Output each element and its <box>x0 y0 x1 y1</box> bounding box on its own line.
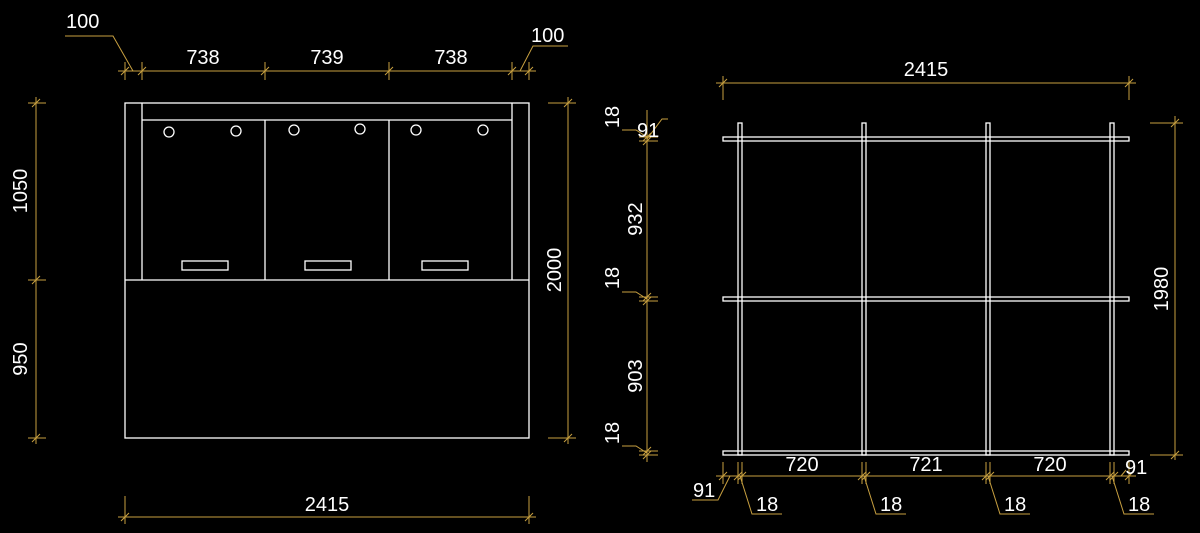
leader-line <box>1111 475 1154 515</box>
front-dimension-labels: 100 738 739 738 100 1050 950 2000 2415 <box>10 11 566 516</box>
dim-label-post-2: 18 <box>880 494 902 516</box>
dim-label-right-offset: 91 <box>1125 457 1147 479</box>
tick-mark <box>120 512 130 522</box>
front-dimensions <box>28 35 576 524</box>
tick-mark <box>31 98 41 108</box>
tick-mark <box>1170 118 1180 128</box>
dim-label-left-end: 100 <box>66 11 99 33</box>
dim-label-lower-span: 903 <box>625 359 647 392</box>
dim-label-top-offset: 91 <box>637 120 659 142</box>
tick-mark <box>718 78 728 88</box>
leader-line <box>519 45 568 72</box>
tick-mark <box>642 296 652 306</box>
dim-label-door-3: 738 <box>434 47 467 69</box>
leader-line <box>622 129 648 138</box>
tick-mark <box>642 136 652 146</box>
dim-label-left-offset: 91 <box>693 480 715 502</box>
frame-rail-middle <box>722 296 1130 302</box>
dim-label-upper-height: 1050 <box>10 169 32 214</box>
hinge-icon <box>410 124 422 136</box>
dim-label-upper-span: 932 <box>625 202 647 235</box>
dim-label-post-1: 18 <box>756 494 778 516</box>
leader-line <box>65 35 134 72</box>
door-handle <box>304 260 352 271</box>
leader-line <box>622 445 648 454</box>
tick-mark <box>120 66 130 76</box>
tick-mark <box>985 471 995 481</box>
leader-line <box>987 475 1030 515</box>
frame-rail-bottom <box>722 450 1130 456</box>
dim-label-top-rail: 18 <box>602 106 624 128</box>
frame-rail-top <box>722 136 1130 142</box>
dim-label-lower-height: 950 <box>10 342 32 375</box>
frame-post <box>737 122 743 456</box>
tick-mark <box>981 471 991 481</box>
door-handle <box>421 260 469 271</box>
front-elevation <box>124 102 530 439</box>
frame-post <box>985 122 991 456</box>
dim-label-right-end: 100 <box>531 25 564 47</box>
hinge-icon <box>288 124 300 136</box>
tick-mark <box>861 471 871 481</box>
tick-mark <box>384 66 394 76</box>
door-handle <box>181 260 229 271</box>
tick-mark <box>137 66 147 76</box>
leader-line <box>622 291 648 300</box>
dim-label-door-2: 739 <box>310 47 343 69</box>
dim-label-span-1: 720 <box>785 454 818 476</box>
frame-post <box>1109 122 1115 456</box>
frame-dimensions <box>622 76 1183 515</box>
frame-post <box>861 122 867 456</box>
leader-line <box>863 475 906 515</box>
tick-mark <box>642 292 652 302</box>
tick-mark <box>1124 471 1134 481</box>
tick-mark <box>524 512 534 522</box>
cabinet-outline <box>124 102 530 439</box>
tick-mark <box>733 471 743 481</box>
dim-label-total-height: 2000 <box>544 248 566 293</box>
tick-mark <box>857 471 867 481</box>
hinge-icon <box>477 124 489 136</box>
hinge-icon <box>354 123 366 135</box>
tick-mark <box>507 66 517 76</box>
dim-label-post-4: 18 <box>1128 494 1150 516</box>
tick-mark <box>1170 450 1180 460</box>
frame-dimension-labels: 2415 18 91 932 18 903 18 1980 720 721 72… <box>602 59 1173 516</box>
leader-line <box>1120 469 1127 477</box>
tick-mark <box>737 471 747 481</box>
dim-label-frame-height: 1980 <box>1151 267 1173 312</box>
hinge-icon <box>163 126 175 138</box>
tick-mark <box>563 433 573 443</box>
dim-label-post-3: 18 <box>1004 494 1026 516</box>
tick-mark <box>642 450 652 460</box>
tick-mark <box>642 446 652 456</box>
leader-line <box>739 475 782 515</box>
tick-mark <box>563 98 573 108</box>
dim-label-span-3: 720 <box>1033 454 1066 476</box>
dim-label-frame-width: 2415 <box>904 59 949 81</box>
hinge-icon <box>230 125 242 137</box>
frame-plan <box>722 122 1130 456</box>
leader-line <box>646 118 668 140</box>
dim-label-middle-rail: 18 <box>602 267 624 289</box>
tick-mark <box>1109 471 1119 481</box>
leader-line <box>692 475 731 501</box>
tick-mark <box>1124 78 1134 88</box>
tick-mark <box>31 433 41 443</box>
tick-mark <box>524 66 534 76</box>
tick-mark <box>718 471 728 481</box>
dim-label-total-width: 2415 <box>305 494 350 516</box>
tick-mark <box>260 66 270 76</box>
tick-mark <box>1105 471 1115 481</box>
dim-label-span-2: 721 <box>909 454 942 476</box>
dim-label-door-1: 738 <box>186 47 219 69</box>
tick-mark <box>31 275 41 285</box>
dim-label-bottom-rail: 18 <box>602 422 624 444</box>
